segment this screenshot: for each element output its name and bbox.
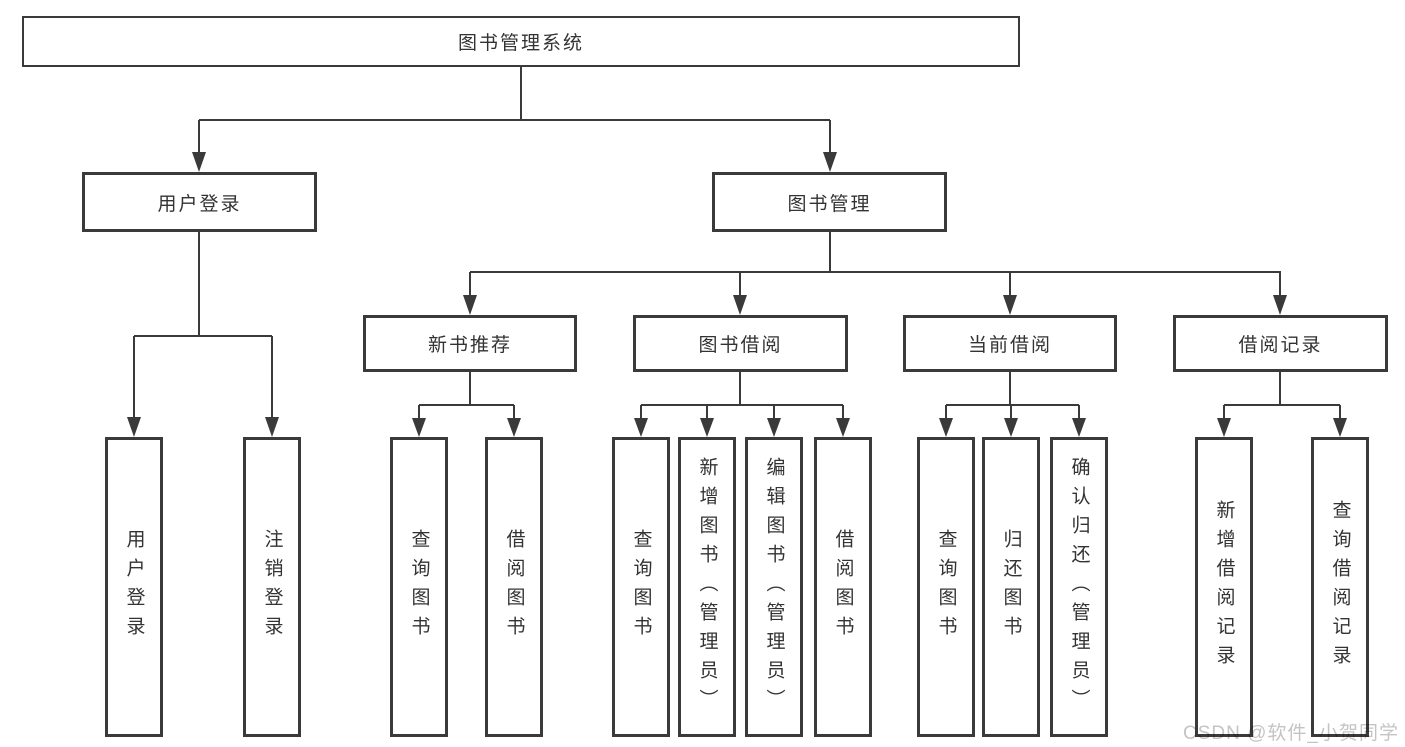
leaf-label: 借阅图书 <box>503 529 525 645</box>
connectors-borrow-record <box>1217 372 1347 437</box>
leaf-edit-book-admin: 编辑图书（管理员） <box>745 437 803 737</box>
leaf-label: 确认归还（管理员） <box>1068 456 1090 718</box>
arrowhead-icon <box>700 418 714 437</box>
arrowhead-icon <box>1217 418 1231 437</box>
leaf-label: 归还图书 <box>1000 529 1022 645</box>
arrowhead-icon <box>823 152 837 172</box>
leaf-confirm-return-admin: 确认归还（管理员） <box>1050 437 1108 737</box>
arrowhead-icon <box>412 418 426 437</box>
arrowhead-icon <box>265 417 279 437</box>
connectors-book-management <box>463 232 1287 315</box>
arrowhead-icon <box>634 418 648 437</box>
leaf-label: 新增图书（管理员） <box>696 456 718 718</box>
leaf-label: 查询图书 <box>935 529 957 645</box>
leaf-label: 编辑图书（管理员） <box>763 456 785 718</box>
leaf-user-login: 用户登录 <box>105 437 163 737</box>
node-library-system: 图书管理系统 <box>22 16 1020 67</box>
connectors-user-login <box>127 232 279 437</box>
leaf-label: 新增借阅记录 <box>1213 500 1235 674</box>
arrowhead-icon <box>192 152 206 172</box>
connectors-current-borrow <box>939 372 1086 437</box>
arrowhead-icon <box>1004 418 1018 437</box>
node-book-borrow: 图书借阅 <box>633 315 848 372</box>
node-user-login: 用户登录 <box>82 172 317 232</box>
arrowhead-icon <box>1273 295 1287 315</box>
node-label: 图书借阅 <box>698 335 783 356</box>
leaf-query-borrow-record: 查询借阅记录 <box>1311 437 1369 737</box>
leaf-add-book-admin: 新增图书（管理员） <box>678 437 736 737</box>
arrowhead-icon <box>733 295 747 315</box>
leaf-query-book-current: 查询图书 <box>917 437 975 737</box>
leaf-label: 查询图书 <box>408 529 430 645</box>
node-label: 用户登录 <box>157 193 242 215</box>
csdn-watermark: CSDN @软件_小贺同学 <box>1183 723 1399 744</box>
leaf-label: 查询图书 <box>630 529 652 645</box>
connectors-root <box>192 67 837 172</box>
arrowhead-icon <box>836 418 850 437</box>
arrowhead-icon <box>463 295 477 315</box>
arrowhead-icon <box>1003 295 1017 315</box>
node-label: 当前借阅 <box>967 335 1052 356</box>
leaf-query-book-recommend: 查询图书 <box>390 437 448 737</box>
arrowhead-icon <box>1333 418 1347 437</box>
leaf-query-book-borrow: 查询图书 <box>612 437 670 737</box>
leaf-label: 查询借阅记录 <box>1329 500 1351 674</box>
arrowhead-icon <box>127 417 141 437</box>
connectors-new-book-recommend <box>412 372 521 437</box>
node-book-management: 图书管理 <box>712 172 947 232</box>
leaf-label: 借阅图书 <box>832 529 854 645</box>
connectors-book-borrow <box>634 372 850 437</box>
node-label: 图书管理系统 <box>457 33 584 54</box>
arrowhead-icon <box>1072 418 1086 437</box>
node-new-book-recommend: 新书推荐 <box>363 315 577 372</box>
leaf-add-borrow-record: 新增借阅记录 <box>1195 437 1253 737</box>
node-current-borrow: 当前借阅 <box>903 315 1117 372</box>
node-borrow-record: 借阅记录 <box>1173 315 1388 372</box>
node-label: 图书管理 <box>787 193 872 215</box>
leaf-return-book: 归还图书 <box>982 437 1040 737</box>
leaf-logout-login: 注销登录 <box>243 437 301 737</box>
arrowhead-icon <box>767 418 781 437</box>
node-label: 新书推荐 <box>427 335 512 356</box>
arrowhead-icon <box>507 418 521 437</box>
leaf-borrow-book-recommend: 借阅图书 <box>485 437 543 737</box>
leaf-borrow-book: 借阅图书 <box>814 437 872 737</box>
node-label: 借阅记录 <box>1238 335 1323 356</box>
arrowhead-icon <box>939 418 953 437</box>
leaf-label: 用户登录 <box>123 529 145 645</box>
leaf-label: 注销登录 <box>261 529 283 645</box>
